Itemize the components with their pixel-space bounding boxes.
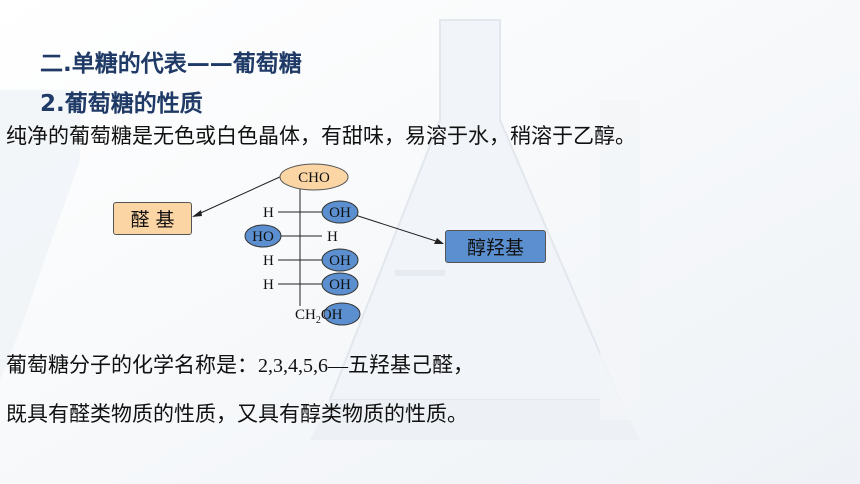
aldehyde-label-box: 醛 基 [113, 202, 192, 235]
row4-right: OH [329, 277, 351, 293]
property-line: 既具有醛类物质的性质，又具有醇类物质的性质。 [6, 402, 468, 426]
arrowhead-aldehyde [192, 210, 202, 217]
row3-right: OH [329, 253, 351, 269]
row3-oh-ellipse [321, 248, 359, 272]
row4-oh-ellipse [321, 272, 359, 296]
bottom-oh-ellipse [323, 302, 361, 326]
position-numbers: 2,3,4,5,6 [258, 355, 328, 377]
row1-oh-ellipse [321, 200, 359, 224]
section-subtitle: 2.葡萄糖的性质 [40, 91, 203, 117]
chemical-name-line: 葡萄糖分子的化学名称是：2,3,4,5,6—五羟基己醛， [6, 349, 474, 379]
row1-left: H [263, 205, 274, 221]
cho-group: CHO [298, 170, 330, 186]
row1-right: OH [329, 205, 351, 221]
cho-group-ellipse [279, 163, 349, 191]
bottom-group: CH2OH [295, 307, 343, 326]
arrow-to-hydroxyl [351, 213, 443, 244]
arrow-to-aldehyde [193, 175, 283, 217]
chemical-name-prefix: 葡萄糖分子的化学名称是： [6, 353, 258, 377]
row2-right: H [327, 229, 338, 245]
arrowhead-hydroxyl [434, 238, 444, 244]
name-dash: — [328, 355, 348, 377]
row4-left: H [263, 277, 274, 293]
row3-left: H [263, 253, 274, 269]
intro-text: 纯净的葡萄糖是无色或白色晶体，有甜味，易溶于水，稍溶于乙醇。 [6, 124, 636, 148]
chemical-name-suffix: 五羟基己醛， [348, 353, 474, 377]
row2-left: HO [252, 229, 274, 245]
hydroxyl-label-box: 醇羟基 [445, 230, 546, 263]
page-title: 二.单糖的代表——葡萄糖 [40, 51, 302, 77]
